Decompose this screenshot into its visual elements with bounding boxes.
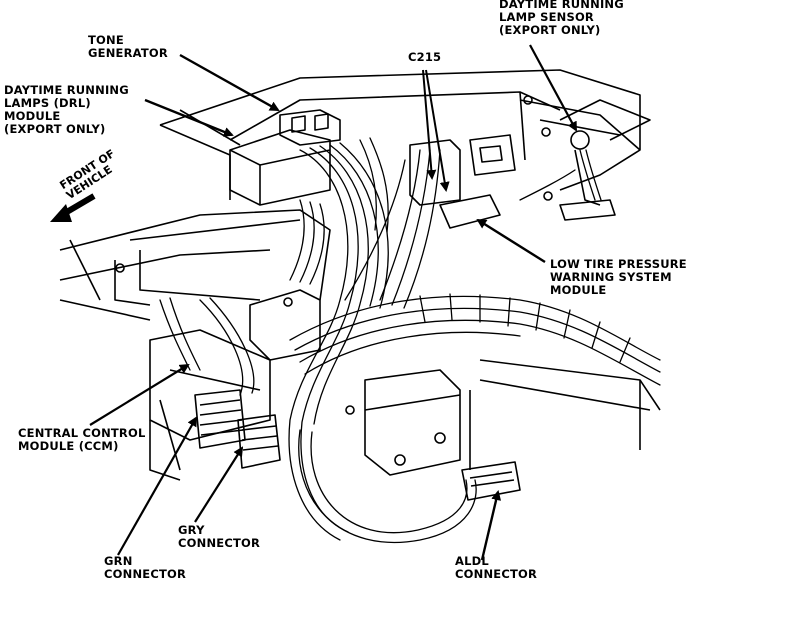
arrow-front-of-vehicle (50, 193, 96, 222)
label-tone-generator: TONE GENERATOR (88, 33, 168, 60)
arrow-grn (117, 416, 197, 556)
wire-harness (159, 137, 661, 544)
label-drl-module: DAYTIME RUNNING LAMPS (DRL) MODULE (EXPO… (4, 83, 129, 136)
label-ccm: CENTRAL CONTROL MODULE (CCM) (18, 426, 146, 453)
label-aldl-connector: ALDL CONNECTOR (455, 554, 538, 581)
arrow-drl-module (144, 98, 234, 137)
label-drl-sensor: DAYTIME RUNNING LAMP SENSOR (EXPORT ONLY… (499, 0, 624, 37)
label-grn-connector: GRN CONNECTOR (104, 554, 187, 581)
label-c215: C215 (408, 50, 442, 64)
arrow-tone-generator (179, 53, 280, 112)
arrow-c215 (422, 69, 450, 192)
arrow-low-tire (476, 218, 546, 264)
label-gry-connector: GRY CONNECTOR (178, 523, 261, 550)
arrow-aldl (480, 490, 502, 561)
arrow-drl-sensor (529, 44, 577, 132)
arrow-gry (194, 446, 244, 523)
arrow-ccm (89, 363, 190, 426)
label-low-tire-pressure: LOW TIRE PRESSURE WARNING SYSTEM MODULE (550, 257, 687, 297)
